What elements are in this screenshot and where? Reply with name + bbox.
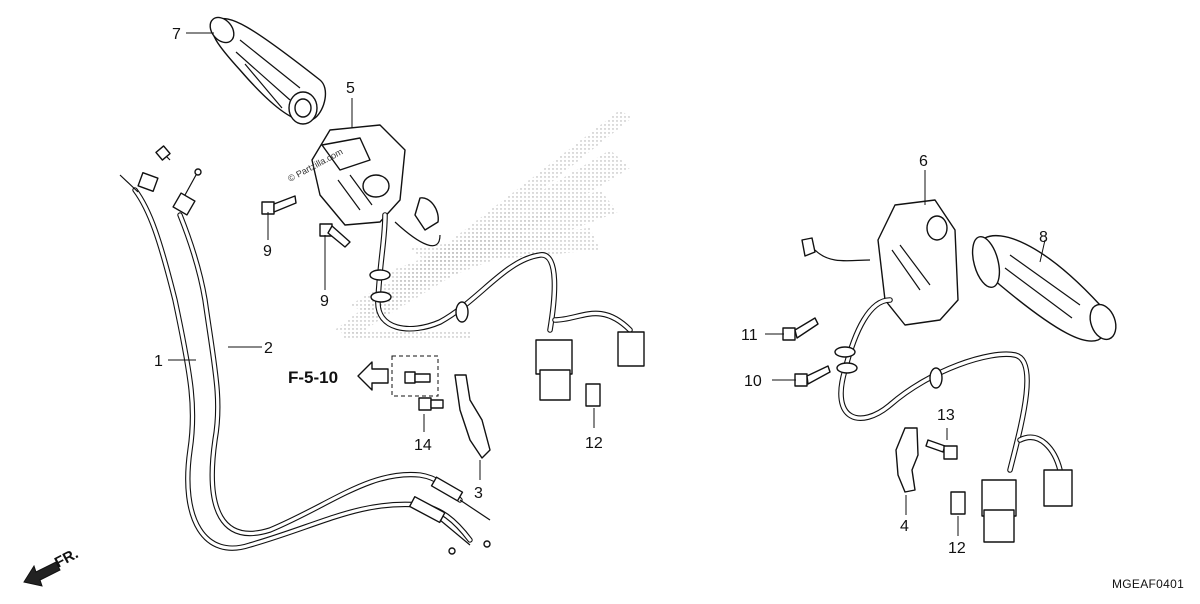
bolt-13 [925, 428, 958, 460]
callout-11: 11 [741, 327, 758, 344]
callout-12-left: 12 [585, 435, 603, 452]
callout-14: 14 [414, 437, 432, 454]
bolt-11 [782, 317, 819, 341]
callout-5: 5 [346, 80, 355, 97]
bolt-9-upper [261, 195, 297, 215]
bolt-14-group [391, 355, 444, 432]
callout-1: 1 [154, 353, 163, 370]
callout-13: 13 [937, 407, 955, 424]
cable-end-fittings [408, 476, 491, 555]
connector-clip-12-right [950, 491, 966, 536]
left-grip-8 [971, 235, 1117, 342]
callout-6: 6 [919, 153, 928, 170]
right-switch-housing-5 [311, 124, 439, 231]
callout-7: 7 [172, 26, 181, 43]
callout-leaders [168, 32, 1046, 381]
left-switch-wiring [814, 249, 1073, 543]
left-switch-housing-6 [801, 199, 959, 326]
throttle-cable-2 [172, 168, 463, 537]
reference-arrow-icon [357, 361, 389, 391]
throttle-grip-7 [209, 16, 327, 125]
callout-8: 8 [1039, 229, 1048, 246]
front-direction-indicator: FR. [23, 545, 81, 587]
callout-9-upper: 9 [263, 243, 272, 260]
front-arrow-icon [23, 561, 61, 587]
connector-clip-12-left [585, 383, 601, 428]
callout-10: 10 [744, 373, 762, 390]
callout-3: 3 [474, 485, 483, 502]
callout-9-lower: 9 [320, 293, 329, 310]
callout-4: 4 [900, 518, 909, 535]
bracket-4 [895, 427, 919, 515]
bracket-3 [454, 374, 491, 480]
callout-2: 2 [264, 340, 273, 357]
callout-12-right: 12 [948, 540, 966, 557]
watermark-wing-logo [335, 110, 632, 340]
reference-label: F-5-10 [288, 368, 338, 387]
diagram-code: MGEAF0401 [1112, 577, 1184, 591]
bolt-9-lower [319, 223, 351, 248]
section-reference: F-5-10 [288, 361, 389, 391]
bolt-10 [794, 365, 831, 387]
right-switch-wiring [369, 212, 645, 401]
